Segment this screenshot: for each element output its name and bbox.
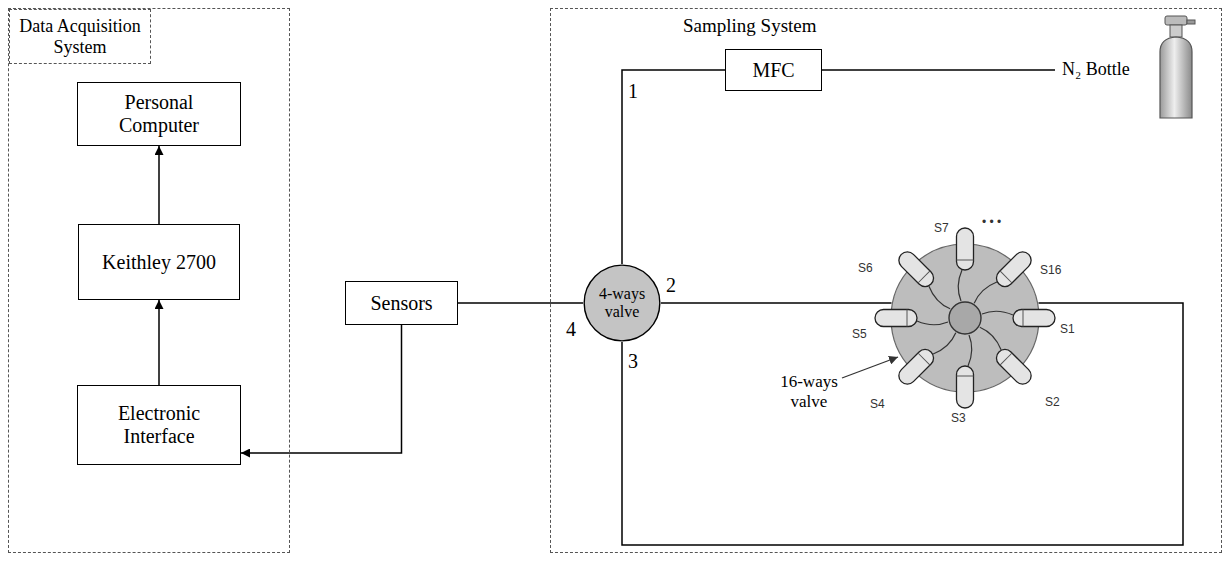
node-text: 4-ways valve [590, 285, 654, 322]
valve-circle: 4-ways valve [583, 264, 661, 342]
rotary-valve: 16-ways valve [890, 243, 1040, 393]
process-box: MFC [725, 49, 822, 91]
valve-disc [890, 243, 1040, 393]
connector [661, 302, 892, 304]
node-text: MFC [752, 59, 794, 82]
port-label: S6 [858, 262, 873, 275]
node-text: Personal Computer [86, 91, 232, 137]
node-text: Sensors [370, 292, 432, 315]
node-text: Keithley 2700 [102, 251, 216, 274]
port-label: S16 [1040, 264, 1061, 277]
port-label: S3 [951, 412, 966, 425]
node-text: 16-ways valve [770, 372, 848, 411]
connector [241, 325, 402, 453]
callout-label: N₂ Bottle [1062, 60, 1130, 80]
node-text: Sampling System [679, 13, 821, 39]
node-text: Electronic Interface [86, 402, 232, 448]
system-region: Data Acquisition SystemPersonal Computer… [8, 8, 290, 553]
port-label: S1 [1060, 323, 1075, 336]
process-box: Personal Computer [77, 82, 241, 146]
process-box: Keithley 2700 [78, 224, 240, 300]
port-label: S2 [1045, 396, 1060, 409]
process-box: Sensors [345, 281, 458, 325]
port-label: • • • [982, 216, 1001, 229]
gas-bottle [1160, 16, 1195, 118]
node-text: Data Acquisition System [9, 9, 151, 64]
connector [458, 302, 583, 304]
system-region: Sampling SystemMFC 4-ways valve 16-ways va… [550, 8, 1222, 553]
callout-label: 3 [628, 350, 638, 372]
connector [158, 146, 160, 224]
connector [158, 300, 160, 385]
process-box: Electronic Interface [77, 385, 241, 465]
connector [622, 70, 725, 264]
leader-line [842, 357, 898, 378]
callout-label: 2 [666, 274, 676, 296]
callout-label: 1 [628, 80, 638, 102]
callout-label: 4 [566, 318, 576, 340]
port-label: S5 [852, 328, 867, 341]
port-label: S7 [934, 222, 949, 235]
gas-line [822, 69, 1055, 71]
port-label: S4 [870, 398, 885, 411]
